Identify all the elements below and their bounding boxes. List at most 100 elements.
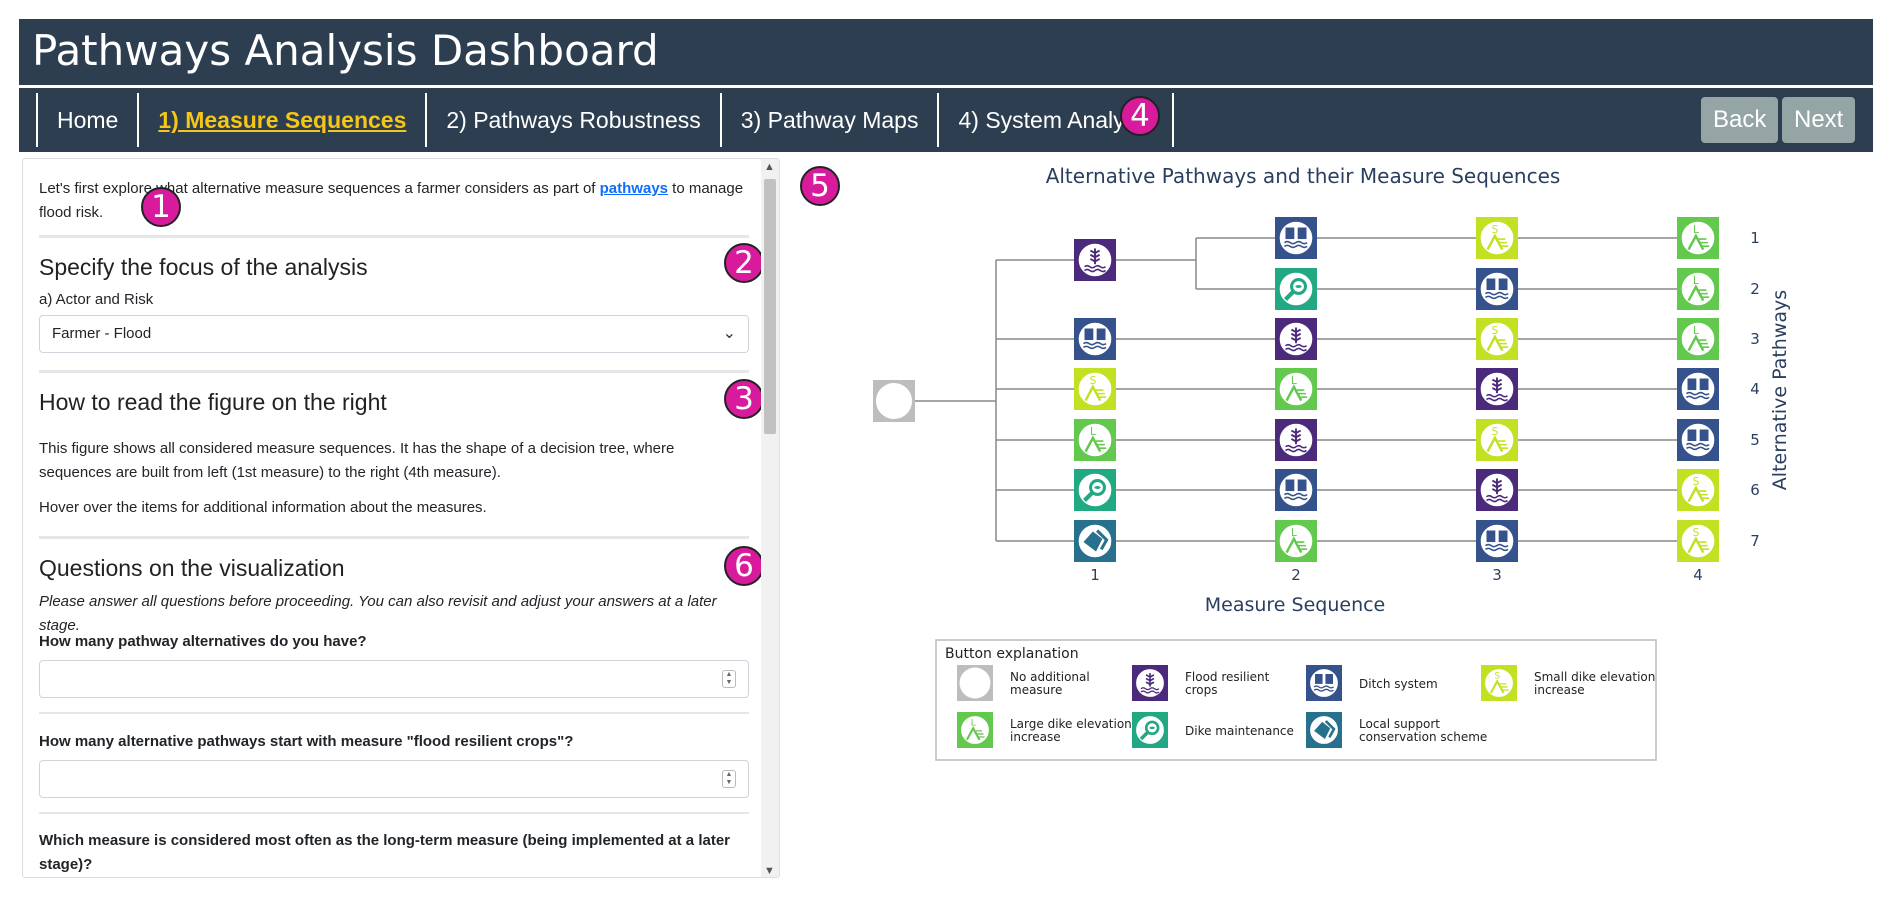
large-dike-icon[interactable]: L bbox=[957, 712, 993, 748]
left-panel: Let's first explore what alternative mea… bbox=[22, 158, 780, 878]
legend-label: Small dike elevation bbox=[1534, 670, 1655, 684]
ditch-icon[interactable] bbox=[1677, 419, 1719, 461]
wheat-icon[interactable] bbox=[1275, 318, 1317, 360]
icon-glyph: S bbox=[1494, 672, 1500, 682]
large-dike-icon[interactable]: L bbox=[1677, 318, 1719, 360]
read-paragraph-1: This figure shows all considered measure… bbox=[39, 440, 675, 481]
scroll-down-icon[interactable]: ▼ bbox=[764, 865, 775, 877]
actor-risk-select[interactable]: Farmer - Flood ⌄ bbox=[39, 315, 749, 353]
ditch-icon[interactable] bbox=[1476, 268, 1518, 310]
wheat-icon[interactable] bbox=[1275, 419, 1317, 461]
annotation-badge-3: 3 bbox=[724, 379, 764, 419]
y-tick-label: 2 bbox=[1750, 280, 1760, 298]
ditch-icon[interactable] bbox=[1677, 368, 1719, 410]
nav-tabs: Home 1) Measure Sequences 2) Pathways Ro… bbox=[36, 93, 1174, 147]
icon-glyph: S bbox=[1492, 325, 1499, 337]
questions-heading: Questions on the visualization bbox=[39, 555, 345, 581]
wheat-icon[interactable] bbox=[1074, 239, 1116, 281]
legend-item: Ditch system bbox=[1306, 665, 1438, 701]
magnifier-icon[interactable] bbox=[1275, 268, 1317, 310]
legend-label: conservation scheme bbox=[1359, 730, 1487, 744]
x-tick-label: 2 bbox=[1291, 566, 1301, 584]
actor-risk-label: a) Actor and Risk bbox=[39, 291, 154, 308]
x-tick-label: 1 bbox=[1090, 566, 1100, 584]
magnifier-icon[interactable] bbox=[1074, 469, 1116, 511]
large-dike-icon[interactable]: L bbox=[1275, 520, 1317, 562]
actor-risk-value: Farmer - Flood bbox=[52, 325, 152, 342]
handshake-icon[interactable] bbox=[1074, 520, 1116, 562]
icon-glyph: L bbox=[1693, 275, 1699, 287]
circle-icon[interactable] bbox=[873, 380, 915, 422]
divider bbox=[39, 712, 749, 714]
icon-glyph: S bbox=[1693, 527, 1700, 539]
handshake-icon[interactable] bbox=[1306, 712, 1342, 748]
legend-label: Dike maintenance bbox=[1185, 724, 1294, 738]
small-dike-icon[interactable]: S bbox=[1476, 419, 1518, 461]
annotation-badge-5: 5 bbox=[800, 166, 840, 206]
legend-label: increase bbox=[1010, 730, 1061, 744]
tab-measure-sequences[interactable]: 1) Measure Sequences bbox=[137, 93, 425, 147]
app-header: Pathways Analysis Dashboard bbox=[19, 19, 1873, 85]
scroll-up-icon[interactable]: ▲ bbox=[764, 161, 775, 173]
intro-after: to manage flood risk. bbox=[39, 180, 744, 221]
panel-scrollbar[interactable]: ▲ ▼ bbox=[761, 159, 779, 877]
icon-glyph: L bbox=[1693, 325, 1699, 337]
next-button[interactable]: Next bbox=[1782, 97, 1856, 143]
legend-label: Ditch system bbox=[1359, 677, 1438, 691]
question-1-input[interactable]: ▲▼ bbox=[39, 660, 749, 698]
ditch-icon[interactable] bbox=[1275, 217, 1317, 259]
large-dike-icon[interactable]: L bbox=[1677, 217, 1719, 259]
x-tick-label: 4 bbox=[1693, 566, 1703, 584]
tab-pathway-maps[interactable]: 3) Pathway Maps bbox=[719, 93, 938, 147]
legend-box bbox=[935, 639, 1657, 761]
pathways-link[interactable]: pathways bbox=[599, 180, 668, 197]
legend-label: Local support bbox=[1359, 717, 1440, 731]
small-dike-icon[interactable]: S bbox=[1476, 217, 1518, 259]
magnifier-icon[interactable] bbox=[1132, 712, 1168, 748]
back-button[interactable]: Back bbox=[1701, 97, 1779, 143]
legend-label: No additional bbox=[1010, 670, 1090, 684]
ditch-icon[interactable] bbox=[1306, 665, 1342, 701]
large-dike-icon[interactable]: L bbox=[1074, 419, 1116, 461]
y-axis-label: Alternative Pathways bbox=[1769, 290, 1791, 490]
tab-pathways-robustness[interactable]: 2) Pathways Robustness bbox=[425, 93, 719, 147]
large-dike-icon[interactable]: L bbox=[1677, 268, 1719, 310]
number-stepper[interactable]: ▲▼ bbox=[722, 670, 736, 688]
y-tick-label: 1 bbox=[1750, 229, 1760, 247]
small-dike-icon[interactable]: S bbox=[1476, 318, 1518, 360]
legend-label: increase bbox=[1534, 683, 1585, 697]
small-dike-icon[interactable]: S bbox=[1074, 368, 1116, 410]
chevron-down-icon: ⌄ bbox=[722, 325, 736, 342]
number-stepper[interactable]: ▲▼ bbox=[722, 770, 736, 788]
ditch-icon[interactable] bbox=[1074, 318, 1116, 360]
circle-icon[interactable] bbox=[957, 665, 993, 701]
question-1-label: How many pathway alternatives do you hav… bbox=[39, 633, 367, 650]
small-dike-icon[interactable]: S bbox=[1677, 469, 1719, 511]
divider bbox=[39, 536, 749, 539]
tab-home[interactable]: Home bbox=[36, 93, 137, 147]
small-dike-icon[interactable]: S bbox=[1481, 665, 1517, 701]
ditch-icon[interactable] bbox=[1275, 469, 1317, 511]
small-dike-icon[interactable]: S bbox=[1677, 520, 1719, 562]
large-dike-icon[interactable]: L bbox=[1275, 368, 1317, 410]
wheat-icon[interactable] bbox=[1476, 469, 1518, 511]
wheat-icon[interactable] bbox=[1476, 368, 1518, 410]
legend-label: Large dike elevation bbox=[1010, 717, 1132, 731]
question-2-input[interactable]: ▲▼ bbox=[39, 760, 749, 798]
icon-glyph: S bbox=[1492, 224, 1499, 236]
wheat-icon[interactable] bbox=[1132, 665, 1168, 701]
icon-glyph: L bbox=[1291, 527, 1297, 539]
question-3-label: Which measure is considered most often a… bbox=[39, 832, 731, 873]
ditch-icon[interactable] bbox=[1476, 520, 1518, 562]
intro-before: Let's first explore what alternative mea… bbox=[39, 180, 600, 197]
icon-glyph: S bbox=[1492, 426, 1499, 438]
y-tick-label: 6 bbox=[1750, 481, 1760, 499]
divider bbox=[39, 235, 749, 238]
annotation-badge-1: 1 bbox=[141, 187, 181, 227]
scrollbar-thumb[interactable] bbox=[764, 179, 776, 434]
annotation-badge-6: 6 bbox=[724, 546, 764, 586]
y-tick-label: 3 bbox=[1750, 330, 1760, 348]
